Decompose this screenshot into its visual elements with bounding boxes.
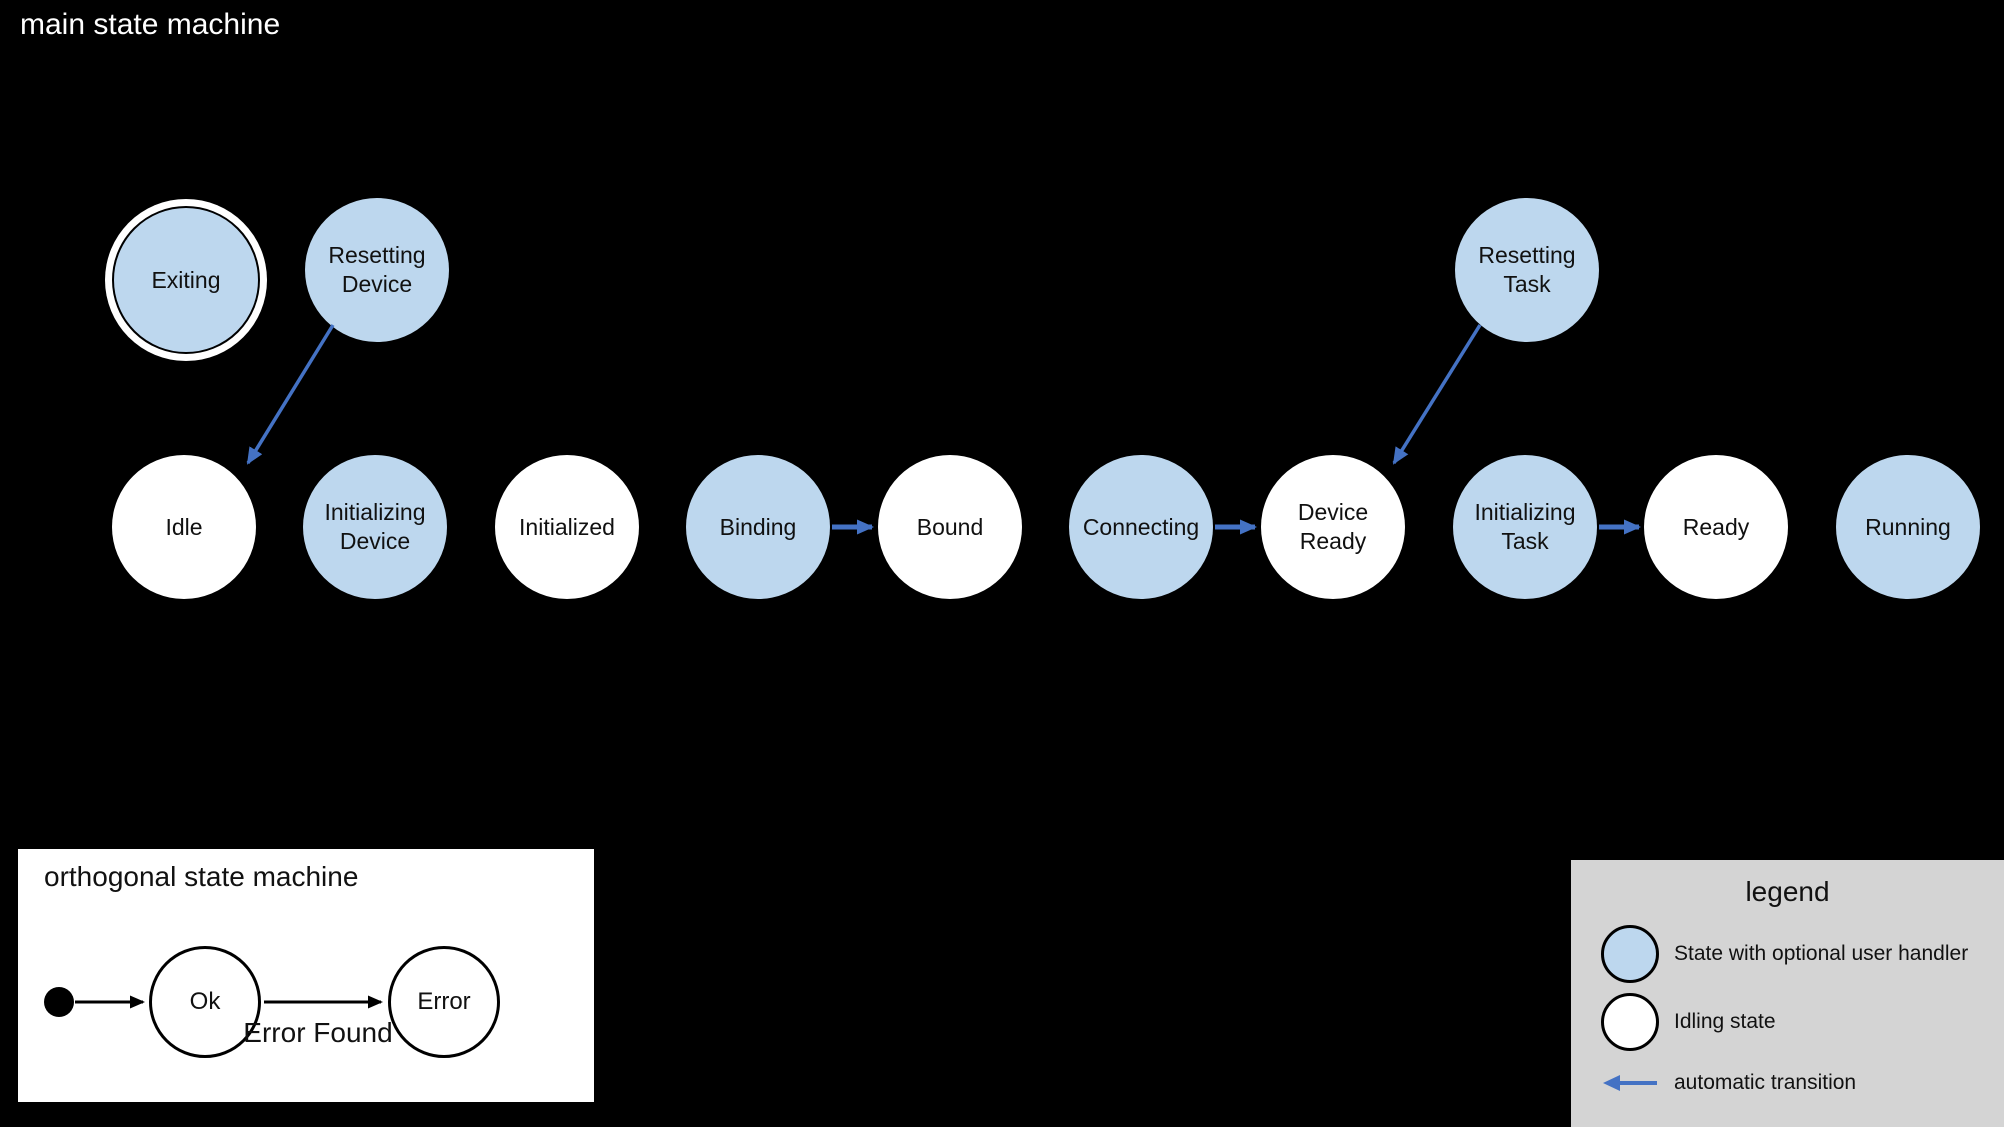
state-running: Running (1836, 455, 1980, 599)
state-resetting-task: Resetting Task (1455, 198, 1599, 342)
state-label: Initializing Device (324, 499, 426, 554)
legend-item-label: State with optional user handler (1674, 942, 1969, 965)
legend-title: legend (1745, 876, 1830, 907)
initial-state-dot (44, 987, 74, 1017)
legend-item-label: automatic transition (1674, 1071, 1857, 1094)
state-initializing-device: Initializing Device (303, 455, 447, 599)
state-initializing-task: Initializing Task (1453, 455, 1597, 599)
state-label: Device Ready (1297, 499, 1369, 554)
state-label: Connecting (1082, 513, 1200, 540)
state-error: Error (388, 946, 500, 1058)
state-ok: Ok (149, 946, 261, 1058)
state-label: Exiting (151, 266, 221, 293)
user-state-circle-icon (1601, 925, 1659, 983)
state-device-ready: Device Ready (1261, 455, 1405, 599)
state-label: Ok (189, 988, 221, 1015)
legend-item-user-state: State with optional user handler (1601, 925, 1968, 983)
state-ready: Ready (1644, 455, 1788, 599)
state-connecting: Connecting (1069, 455, 1213, 599)
state-bound: Bound (878, 455, 1022, 599)
state-idle: Idle (112, 455, 256, 599)
legend-item-label: Idling state (1674, 1010, 1776, 1033)
orthogonal-machine-panel: orthogonal state machine Ok Error Error … (18, 849, 594, 1102)
state-label: Idle (165, 513, 203, 540)
state-label: Error (417, 988, 471, 1015)
state-resetting-device: Resetting Device (305, 198, 449, 342)
state-label: Bound (916, 513, 984, 540)
state-label: Ready (1682, 513, 1750, 540)
main-machine-title: main state machine (20, 8, 281, 41)
legend-panel: legend State with optional user handler … (1571, 860, 2004, 1127)
idling-state-circle-icon (1601, 993, 1659, 1051)
state-label: Initializing Task (1474, 499, 1576, 554)
legend-item-idling-state: Idling state (1601, 993, 1776, 1051)
state-label: Resetting Device (328, 242, 426, 297)
automatic-transition-arrow-icon (1603, 1075, 1657, 1091)
state-label: Initialized (519, 513, 615, 540)
legend-item-automatic-transition: automatic transition (1601, 1063, 1856, 1103)
transition-resetting-task-to-device-ready-arrow (1392, 324, 1482, 465)
transition-label-error-found: Error Found (243, 1017, 393, 1048)
state-label: Binding (719, 513, 797, 540)
state-label: Running (1865, 513, 1951, 540)
state-label: Resetting Task (1478, 242, 1576, 297)
orthogonal-machine-title: orthogonal state machine (44, 861, 359, 892)
state-binding: Binding (686, 455, 830, 599)
state-exiting: Exiting (112, 206, 260, 354)
orthogonal-machine-arrows-layer (44, 987, 383, 1017)
transition-resetting-device-to-idle-arrow (246, 324, 335, 465)
state-initialized: Initialized (495, 455, 639, 599)
